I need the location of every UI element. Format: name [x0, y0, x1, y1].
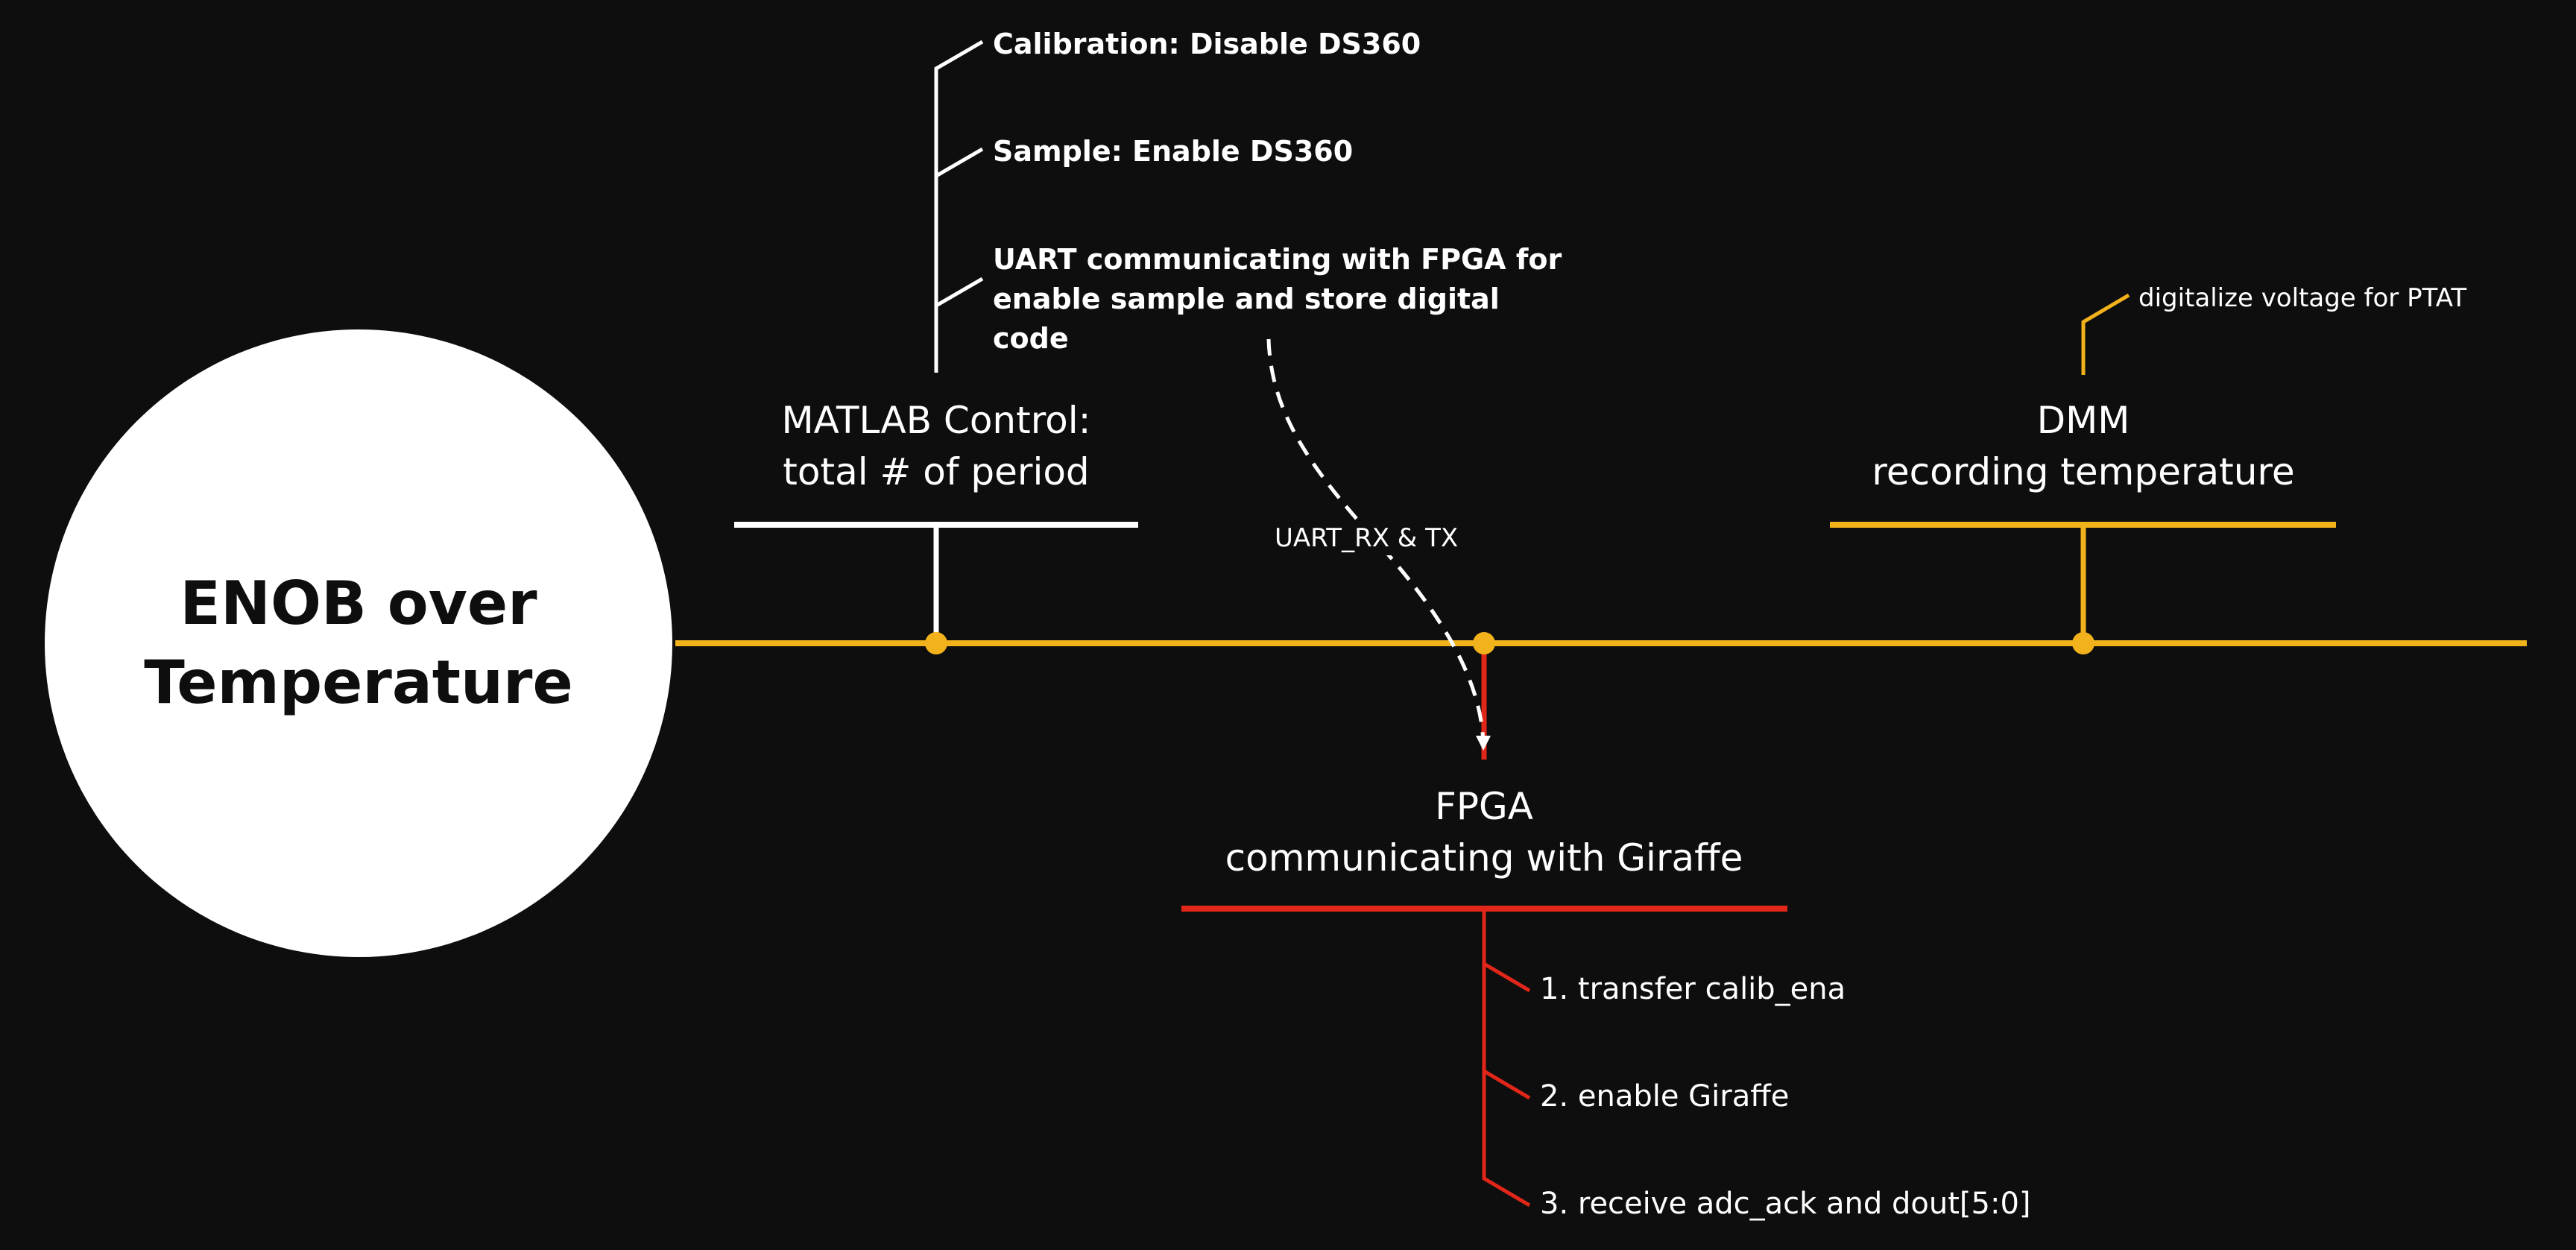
- matlab-item-uart: UART communicating with FPGA for enable …: [993, 243, 1562, 355]
- matlab-heading-line1: MATLAB Control:: [781, 399, 1091, 442]
- fpga-heading: FPGA communicating with Giraffe: [1182, 781, 1786, 884]
- dmm-heading-line1: DMM: [2036, 399, 2130, 442]
- uart-link-arrow: [1266, 338, 1491, 751]
- dmm-node[interactable]: [2072, 632, 2094, 654]
- matlab-heading: MATLAB Control: total # of period: [713, 395, 1160, 498]
- fpga-item-enable: 2. enable Giraffe: [1540, 1079, 1790, 1114]
- dmm-bracket: [2081, 293, 2130, 375]
- uart-link-label: UART_RX & TX: [1272, 521, 1462, 555]
- fpga-node[interactable]: [1473, 632, 1495, 654]
- fpga-bracket: [1482, 909, 1531, 1208]
- matlab-node[interactable]: [925, 632, 947, 654]
- central-topic-circle[interactable]: [45, 329, 672, 957]
- fpga-item-receive: 3. receive adc_ack and dout[5:0]: [1540, 1187, 2031, 1221]
- matlab-item-sample: Sample: Enable DS360: [993, 135, 1354, 168]
- dmm-heading: DMM recording temperature: [1822, 395, 2344, 498]
- dmm-heading-line2: recording temperature: [1872, 450, 2295, 493]
- fpga-heading-line2: communicating with Giraffe: [1225, 836, 1743, 880]
- dmm-item-ptat: digitalize voltage for PTAT: [2138, 283, 2467, 313]
- matlab-bracket: [934, 40, 984, 373]
- fpga-heading-line1: FPGA: [1435, 785, 1533, 828]
- fpga-item-calib: 1. transfer calib_ena: [1540, 972, 1846, 1006]
- matlab-heading-line2: total # of period: [783, 450, 1090, 493]
- matlab-item-calibration: Calibration: Disable DS360: [993, 28, 1421, 60]
